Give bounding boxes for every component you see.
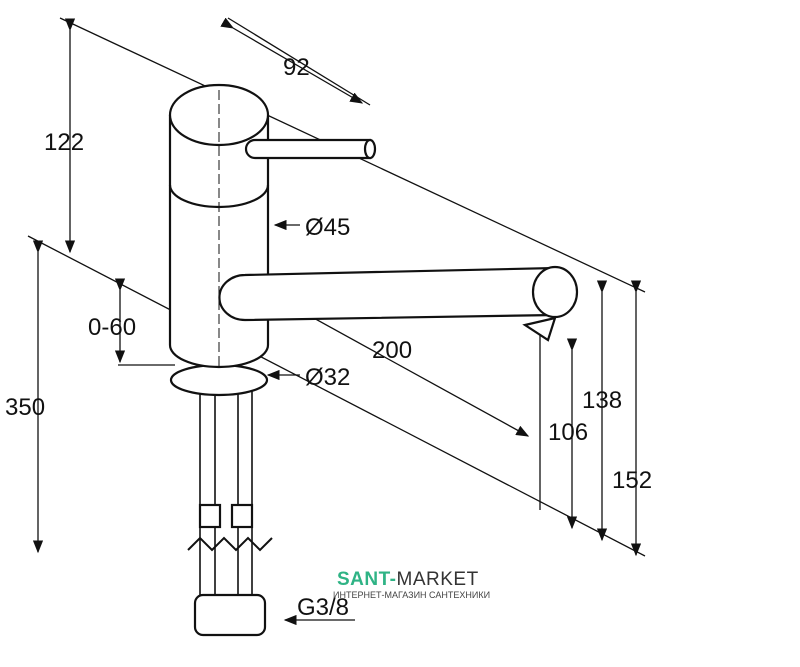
dim-92 xyxy=(220,17,364,104)
label-106: 106 xyxy=(548,419,588,446)
label-0-60: 0-60 xyxy=(88,314,136,341)
brand-subtitle: ИНТЕРНЕТ-МАГАЗИН САНТЕХНИКИ xyxy=(333,590,491,600)
sant-market-watermark: SANT-MARKET ИНТЕРНЕТ-МАГАЗИН САНТЕХНИКИ xyxy=(333,569,490,601)
label-200: 200 xyxy=(372,337,412,364)
label-g3-8: G3/8 xyxy=(297,594,349,621)
label-92: 92 xyxy=(283,54,310,81)
brand-part1: SANT- xyxy=(337,569,397,590)
brand-part2: MARKET xyxy=(396,569,479,590)
label-diameter-45: Ø45 xyxy=(305,214,350,241)
label-138: 138 xyxy=(582,387,622,414)
label-diameter-32: Ø32 xyxy=(305,364,350,391)
label-152: 152 xyxy=(612,467,652,494)
label-122: 122 xyxy=(44,129,84,156)
faucet-body xyxy=(168,83,579,637)
label-350: 350 xyxy=(5,394,45,421)
